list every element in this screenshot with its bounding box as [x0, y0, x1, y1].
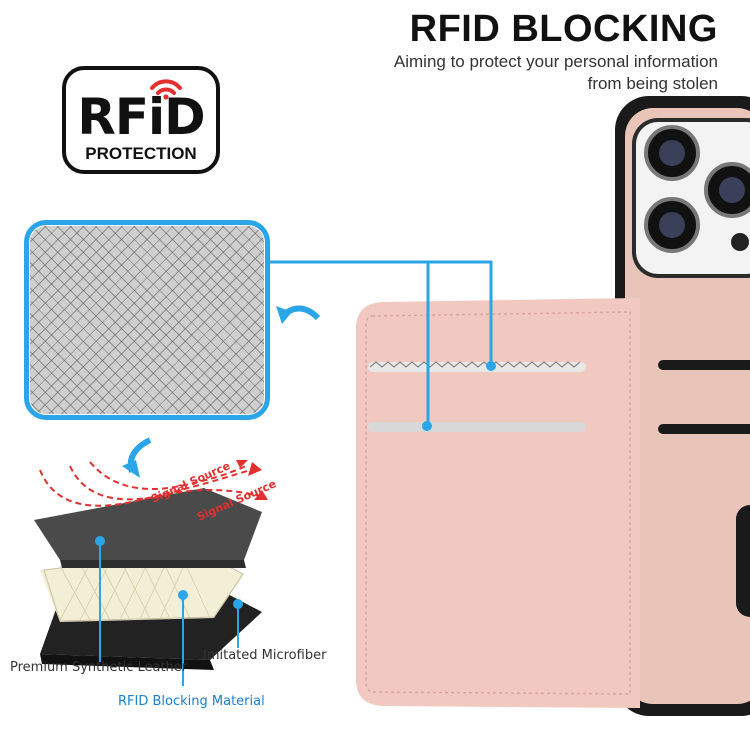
connector-dot	[486, 361, 496, 371]
label-microfiber: Imitated Microfiber	[203, 648, 327, 663]
label-leather: Premium Synthetic Leather	[10, 660, 188, 675]
rfid-mesh-sample	[24, 220, 270, 420]
connector-dot	[422, 421, 432, 431]
label-rfid-material: RFID Blocking Material	[118, 694, 265, 709]
badge-subtitle: PROTECTION	[85, 144, 197, 163]
rfid-protection-badge: RFiD PROTECTION	[62, 66, 220, 174]
arrow-head-icon	[122, 460, 140, 478]
subtitle-line-1: Aiming to protect your personal informat…	[393, 52, 718, 71]
connector-lines	[270, 260, 493, 426]
badge-word: RFiD	[77, 88, 205, 146]
wifi-signal-icon	[150, 79, 182, 100]
layers-diagram	[34, 460, 268, 686]
page-title: RFID BLOCKING	[409, 8, 718, 50]
arrow-head-icon	[276, 306, 292, 324]
phone	[615, 96, 750, 716]
subtitle-line-2: from being stolen	[587, 74, 718, 93]
